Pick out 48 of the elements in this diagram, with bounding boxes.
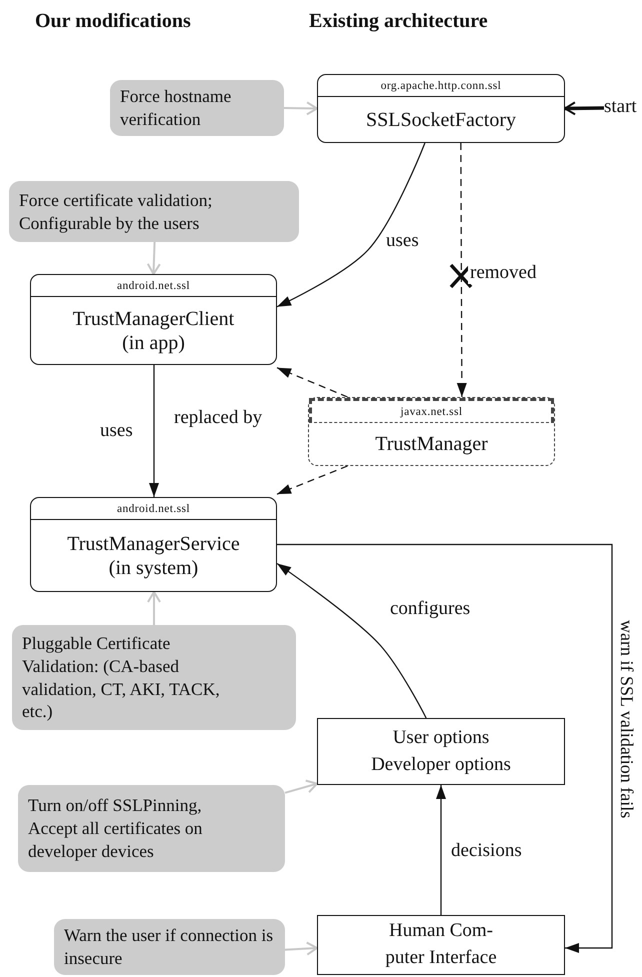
arrow: [146, 242, 161, 275]
arrow: [564, 101, 604, 116]
note-text: Force hostname verification: [120, 85, 232, 131]
class-name: SSLSocketFactory: [366, 108, 516, 132]
note-text: Warn the user if connection is insecure: [64, 924, 274, 970]
note-box: [9, 181, 299, 242]
arrow: [276, 563, 427, 718]
arrow: [284, 942, 318, 956]
dashed-arrow: [276, 465, 348, 495]
note-box: [12, 625, 296, 730]
process-box: [317, 915, 565, 975]
start-label: start: [604, 96, 638, 118]
class-name: TrustManager: [375, 432, 488, 456]
edge-label: warn if SSL validation fails: [616, 620, 636, 818]
box-label: Developer options: [371, 752, 511, 776]
note-text: Force certificate validation; Configurable by the users: [19, 188, 214, 234]
note-text: Turn on/off SSLPinning, Accept all certificates on developer devices: [28, 794, 204, 863]
package-name: android.net.ssl: [31, 498, 276, 520]
package-name: org.apache.http.conn.ssl: [318, 75, 564, 97]
note-text: Pluggable Certificate Validation: (CA-based validation, CT, AKI, TACK, etc.): [22, 632, 221, 723]
dashed-arrow: [456, 143, 467, 397]
arrow: [284, 780, 318, 794]
arrow: [276, 142, 426, 308]
class-box: [30, 274, 277, 365]
class-name: TrustManagerService (in system): [66, 532, 241, 580]
edge-label: removed: [468, 262, 538, 284]
package-name: android.net.ssl: [31, 275, 276, 297]
box-label: Human Com- puter Interface: [384, 919, 498, 970]
note-box: [110, 80, 284, 136]
class-box: [317, 74, 565, 143]
arrow: [149, 365, 159, 497]
package-name: javax.net.ssl: [309, 398, 554, 423]
arrow: [284, 101, 318, 116]
class-box: [30, 497, 277, 592]
process-box: [317, 718, 565, 785]
arrow: [147, 591, 161, 625]
dashed-arrow: [276, 367, 348, 398]
note-box: [54, 919, 285, 975]
arrow: [277, 544, 613, 953]
column-heading: Existing architecture: [309, 10, 488, 33]
box-label: User options: [392, 726, 490, 750]
removed-class-box: [308, 397, 555, 466]
relation-label: replaced by: [172, 407, 264, 429]
arrow: [436, 785, 446, 915]
edge-label: configures: [388, 598, 472, 620]
class-name: TrustManagerClient (in app): [72, 306, 236, 354]
note-box: [18, 785, 285, 872]
column-heading: Our modifications: [35, 10, 191, 33]
